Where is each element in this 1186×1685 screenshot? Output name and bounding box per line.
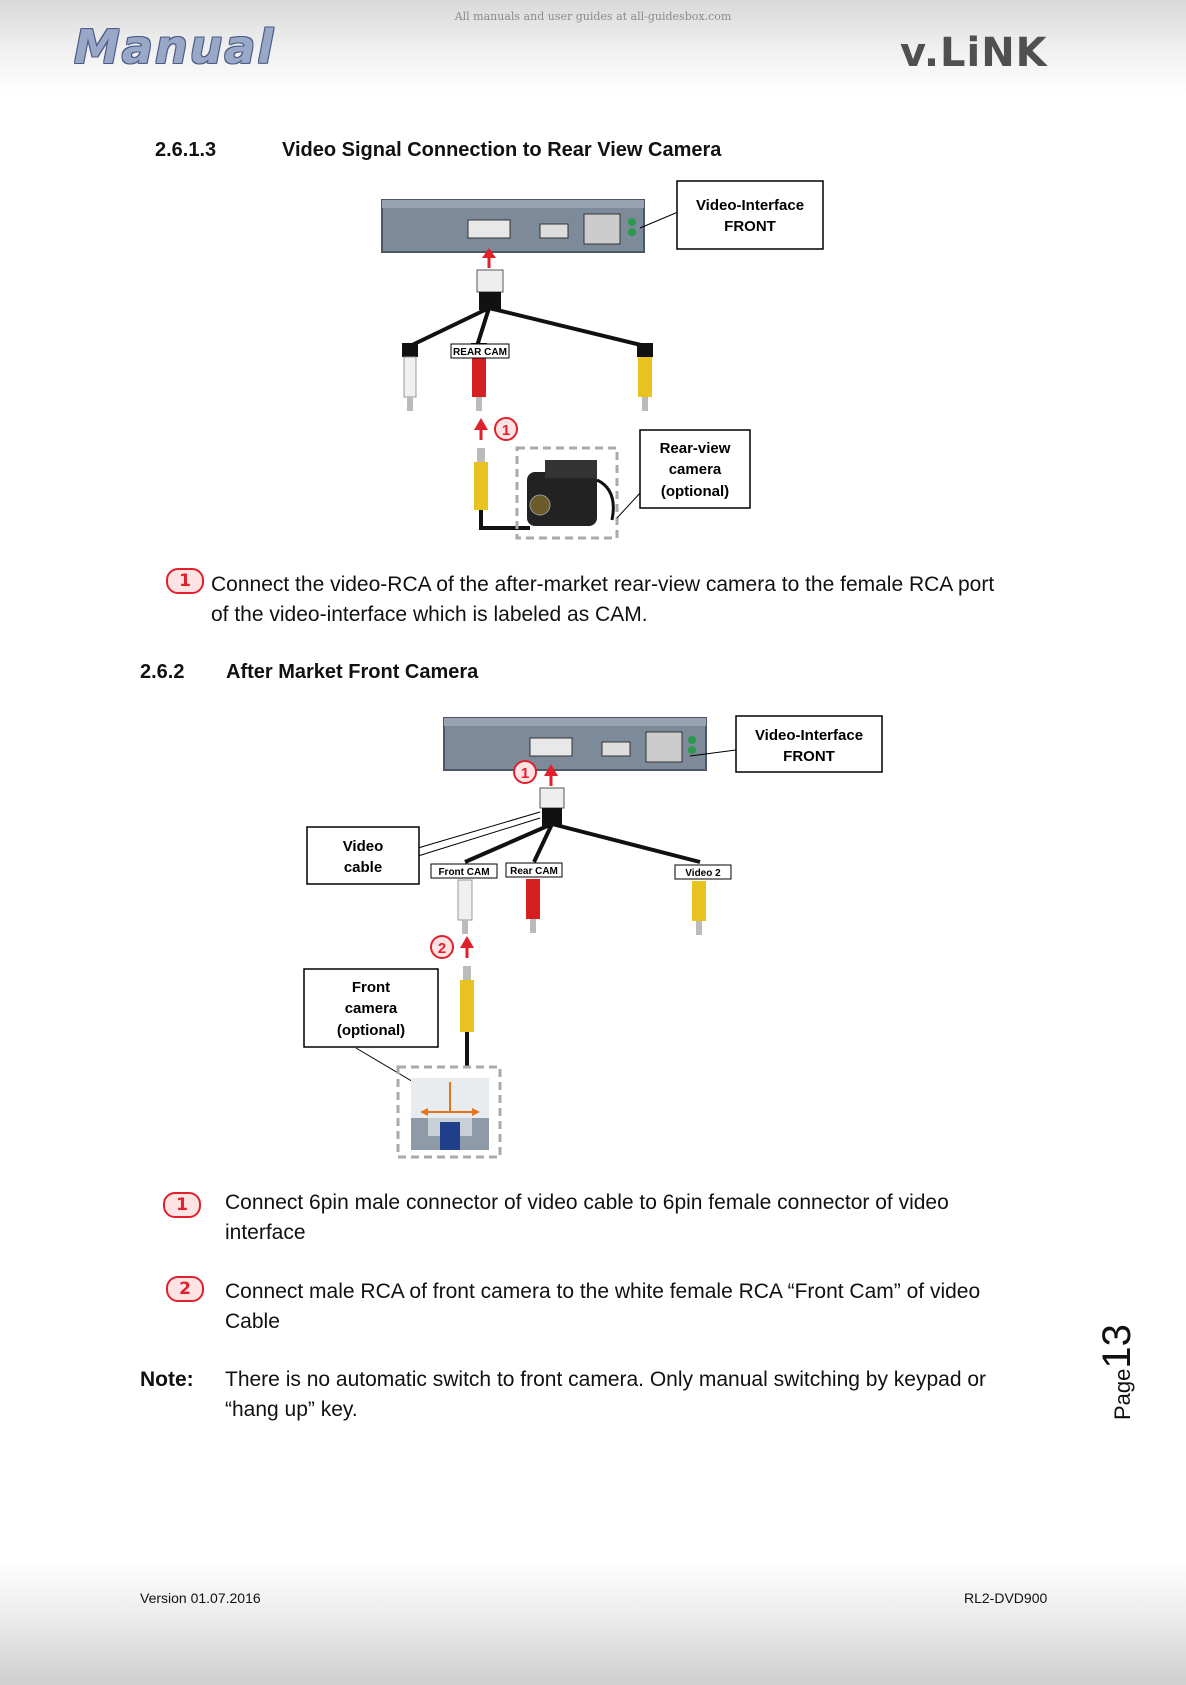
section-2-number: 2.6.2	[140, 661, 185, 683]
rear-cam-rca-label: REAR CAM	[453, 347, 507, 358]
section-2-title: After Market Front Camera	[226, 661, 479, 683]
interface-label-box-2	[735, 715, 883, 773]
rear-camera-label-box	[639, 429, 751, 509]
rear-camera-label-line3: (optional)	[661, 483, 729, 500]
section-2-step-1-line2: interface	[225, 1221, 306, 1244]
watermark: All manuals and user guides at all-guide…	[454, 10, 732, 23]
section-1-title: Video Signal Connection to Rear View Cam…	[282, 139, 722, 161]
vlink-logo: v.LiNK	[900, 30, 1048, 76]
front-camera-box	[396, 1065, 502, 1159]
diagram2-step-badge-1: 1	[521, 765, 529, 782]
video-cable-label-box	[306, 826, 420, 885]
video2-rca-label: Video 2	[685, 868, 721, 879]
interface2-label-line1: Video-Interface	[755, 727, 863, 744]
manual-logo: Manual	[74, 20, 276, 74]
section-2-step-1-line1: Connect 6pin male connector of video cab…	[225, 1191, 949, 1214]
page-number: Page13	[1095, 1324, 1140, 1420]
page-prefix: Page	[1110, 1368, 1135, 1420]
section-1-step-1-line2: of the video-interface which is labeled …	[211, 603, 648, 626]
front-camera-label-line3: (optional)	[337, 1022, 405, 1039]
note-label: Note:	[140, 1368, 194, 1391]
interface-label-line1: Video-Interface	[696, 197, 804, 214]
section-1-number: 2.6.1.3	[155, 139, 217, 161]
section-2-step-2-badge: 2	[166, 1276, 204, 1302]
section-2-step-1-badge: 1	[163, 1192, 201, 1218]
section-2-step-2-line1: Connect male RCA of front camera to the …	[225, 1280, 981, 1303]
note-line1: There is no automatic switch to front ca…	[225, 1368, 987, 1391]
section-2-step-2-line2: Cable	[225, 1310, 280, 1333]
front-camera-label-line2: camera	[345, 1000, 398, 1017]
video-interface-unit-2	[443, 717, 707, 771]
interface-label-box	[676, 180, 824, 250]
interface-label-line2: FRONT	[724, 218, 776, 235]
footer-band	[0, 1560, 1186, 1685]
video-cable-label-line1: Video	[343, 838, 384, 855]
header-band	[0, 0, 1186, 95]
front-camera-label-line1: Front	[352, 979, 390, 996]
rear-camera-label-line2: camera	[669, 461, 722, 478]
step-1-badge: 1	[166, 568, 204, 594]
note-line2: “hang up” key.	[225, 1398, 358, 1421]
front-cam-rca-label: Front CAM	[438, 867, 489, 878]
footer-version: Version 01.07.2016	[140, 1590, 261, 1606]
video-cable-label-line2: cable	[344, 859, 382, 876]
rear-camera-box	[515, 446, 619, 540]
diagram1-step-badge: 1	[502, 422, 510, 439]
diagram2-step-badge-2: 2	[438, 940, 446, 957]
section-1-step-1-line1: Connect the video-RCA of the after-marke…	[211, 573, 995, 596]
rear-cam-rca-label-2: Rear CAM	[510, 866, 558, 877]
front-camera-label-box	[303, 968, 439, 1048]
rear-camera-label-line1: Rear-view	[660, 440, 731, 457]
interface2-label-line2: FRONT	[783, 748, 835, 765]
footer-model: RL2-DVD900	[964, 1590, 1048, 1606]
page-number-value: 13	[1095, 1324, 1139, 1369]
